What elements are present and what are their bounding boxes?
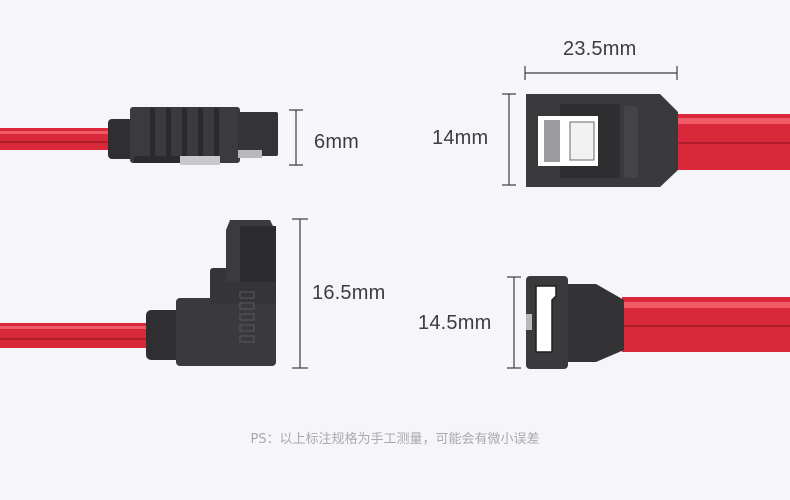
connector-nose	[238, 112, 278, 156]
connector-bottom	[134, 156, 180, 163]
cable-highlight	[676, 118, 790, 124]
cable-stripe	[622, 325, 790, 327]
measurement-disclaimer: PS：以上标注规格为手工测量，可能会有微小误差	[250, 432, 540, 447]
dimension-label-6mm: 6mm	[314, 131, 360, 153]
cable-stripe	[0, 141, 110, 143]
straight-connector-front-view	[526, 276, 790, 369]
connector-boot	[108, 119, 134, 159]
connector-lower-body	[176, 298, 276, 366]
cable-stripe	[0, 338, 150, 340]
dim-line-14-5mm	[507, 276, 521, 369]
cable-highlight	[622, 302, 790, 308]
latch-tip	[238, 150, 262, 158]
sata-slot	[535, 285, 557, 353]
dimension-label-16-5mm: 16.5mm	[312, 282, 386, 304]
latch-spring	[544, 120, 560, 162]
latch-tab	[526, 314, 532, 330]
cable-stripe	[676, 142, 790, 144]
rib-marks	[239, 291, 255, 343]
connector-head-front	[240, 226, 276, 282]
dimension-label-14mm: 14mm	[432, 127, 489, 149]
cable-highlight	[0, 326, 150, 329]
dim-line-14mm	[502, 93, 516, 186]
straight-connector-top-view	[526, 94, 790, 187]
grip-ridges	[150, 108, 219, 162]
dim-line-6mm	[289, 109, 303, 166]
dimension-label-23-5mm: 23.5mm	[563, 38, 637, 60]
connector-neck	[560, 284, 624, 362]
side-rail	[624, 106, 638, 178]
dimension-label-14-5mm: 14.5mm	[418, 312, 492, 334]
dim-line-16-5mm	[292, 218, 308, 369]
connector-boot	[146, 310, 182, 360]
latch-metal	[180, 156, 220, 165]
straight-connector-side-view	[0, 107, 278, 165]
right-angle-connector	[0, 220, 276, 366]
latch-clip	[569, 121, 595, 161]
cable-highlight	[0, 131, 110, 134]
dim-line-23-5mm	[524, 66, 678, 80]
